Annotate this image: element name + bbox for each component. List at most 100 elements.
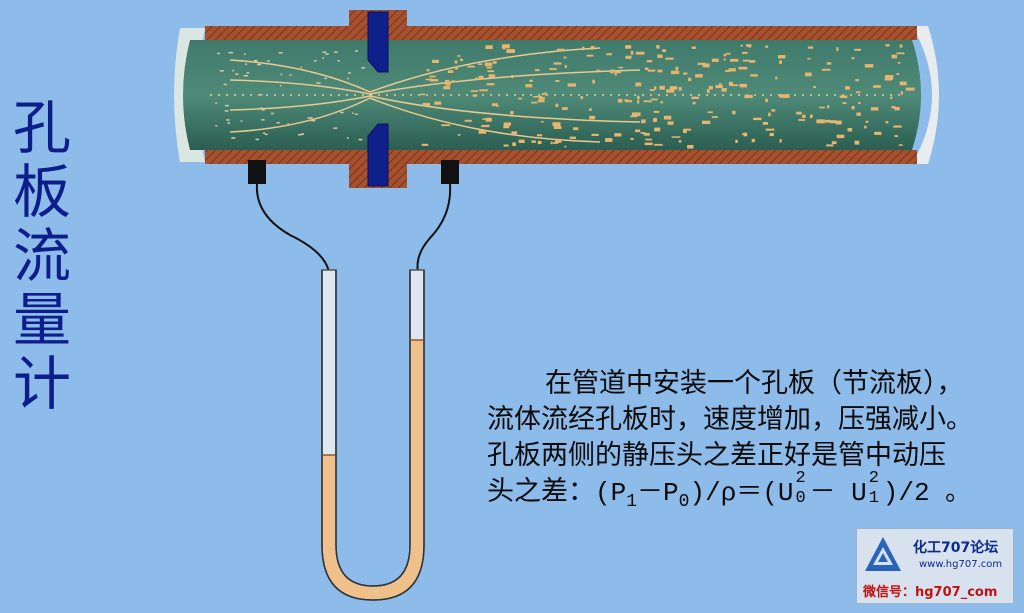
fluid-particle <box>502 44 510 48</box>
fluid-particle <box>610 70 614 74</box>
fluid-particle <box>479 89 488 91</box>
fluid-particle <box>750 74 758 76</box>
fluid-particle <box>658 70 663 73</box>
fluid-particle <box>856 91 861 93</box>
fluid-particle <box>712 59 719 62</box>
fluid-particle <box>765 99 768 102</box>
fluid-particle <box>645 143 653 146</box>
formula-end: 。 <box>945 478 971 508</box>
fluid-particle <box>589 108 592 111</box>
fluid-particle <box>316 82 320 84</box>
fluid-particle <box>531 140 536 143</box>
fluid-particle <box>858 102 861 104</box>
fluid-particle <box>443 86 450 89</box>
fluid-particle <box>246 72 249 74</box>
impulse-line-left <box>257 184 329 272</box>
fluid-particle <box>654 86 656 89</box>
fluid-particle <box>225 110 229 112</box>
formula-rho: ρ <box>721 478 737 508</box>
fluid-particle <box>582 47 584 50</box>
forum-logo[interactable]: 化工707论坛 www.hg707.com 微信号：hg707_com <box>856 528 1014 604</box>
fluid-particle <box>679 87 682 91</box>
fluid-particle <box>864 126 867 129</box>
fluid-particle <box>836 47 838 51</box>
fluid-particle <box>854 49 861 51</box>
pressure-tap-downstream <box>441 160 459 184</box>
fluid-particle <box>635 83 641 87</box>
fluid-particle <box>475 78 478 81</box>
fluid-particle <box>308 117 312 119</box>
fluid-particle <box>215 125 217 127</box>
fluid-particle <box>504 123 511 126</box>
fluid-particle <box>473 95 478 97</box>
fluid-particle <box>900 82 907 86</box>
fluid-particle <box>549 68 556 70</box>
fluid-particle <box>865 64 874 67</box>
fluid-particle <box>671 71 679 74</box>
fluid-particle <box>220 70 224 72</box>
formula-p0: P <box>663 478 679 508</box>
formula-u1: U <box>851 478 867 508</box>
fluid-particle <box>768 113 770 117</box>
fluid-particle <box>653 118 657 122</box>
fluid-particle <box>224 84 227 86</box>
fluid-particle <box>260 108 263 110</box>
title-char: 量 <box>8 288 76 352</box>
fluid-particle <box>487 70 494 72</box>
description-line: 流体流经孔板时，速度增加，压强减小。 <box>487 402 1024 438</box>
fluid-particle <box>225 105 229 107</box>
fluid-particle <box>322 52 326 54</box>
formula-p0-sub: 0 <box>679 492 690 512</box>
fluid-particle <box>512 142 516 146</box>
fluid-particle <box>277 122 280 124</box>
fluid-particle <box>479 76 484 80</box>
fluid-particle <box>688 78 691 81</box>
fluid-particle <box>226 119 230 121</box>
fluid-particle <box>679 140 682 142</box>
fluid-particle <box>753 118 761 120</box>
fluid-particle <box>347 78 349 80</box>
fluid-particle <box>267 60 270 62</box>
fluid-particle <box>624 99 628 101</box>
fluid-particle <box>848 128 853 132</box>
fluid-particle <box>742 52 748 54</box>
fluid-particle <box>724 59 726 61</box>
fluid-particle <box>641 132 646 134</box>
fluid-particle <box>427 69 430 71</box>
fluid-particle <box>631 138 634 140</box>
fluid-particle <box>322 58 324 60</box>
fluid-particle <box>519 140 525 143</box>
fluid-particle <box>455 61 458 64</box>
fluid-particle <box>592 80 595 84</box>
fluid-particle <box>511 131 517 134</box>
fluid-particle <box>352 113 354 115</box>
fluid-particle <box>894 135 898 137</box>
fluid-particle <box>656 45 659 49</box>
fluid-particle <box>798 119 805 121</box>
fluid-particle <box>635 130 640 133</box>
fluid-particle <box>467 66 475 68</box>
fluid-particle <box>458 134 461 136</box>
fluid-particle <box>743 60 750 62</box>
fluid-particle <box>636 52 645 55</box>
fluid-particle <box>763 122 768 125</box>
fluid-particle <box>441 124 450 126</box>
fluid-particle <box>538 99 545 102</box>
triangle-logo-icon <box>861 533 905 577</box>
fluid-particle <box>778 55 785 58</box>
fluid-particle <box>775 77 777 80</box>
fluid-particle <box>570 137 576 140</box>
fluid-particle <box>455 67 458 70</box>
fluid-particle <box>451 80 455 82</box>
fluid-particle <box>631 51 634 55</box>
fluid-particle <box>719 83 722 85</box>
fluid-particle <box>228 122 231 124</box>
formula-div: /2 <box>898 478 929 508</box>
fluid-particle <box>648 70 656 72</box>
fluid-particle <box>650 89 655 91</box>
fluid-particle <box>280 85 282 87</box>
fluid-particle <box>544 92 547 95</box>
formula-line: 头之差：(P1－P0)/ρ＝(U20－ U21)/2 。 <box>487 474 1024 520</box>
fluid-particle <box>660 101 663 103</box>
fluid-particle <box>644 100 652 102</box>
